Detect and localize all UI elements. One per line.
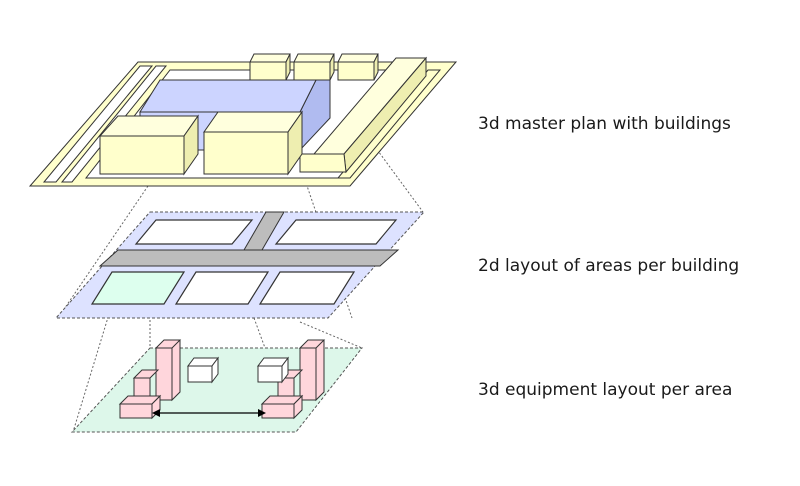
- distance-arrow: [152, 409, 266, 417]
- front-building-middle-top: [203, 111, 303, 133]
- equipment-layout-label: 3d equipment layout per area: [478, 380, 733, 400]
- projection-line-1: [57, 185, 149, 319]
- area-lower-right: [258, 271, 356, 305]
- equipment-small-box-2-front: [257, 365, 283, 383]
- equipment-small-box-1-side: [211, 356, 219, 384]
- projection-line-4: [72, 277, 121, 433]
- distance-arrow-head-right: [258, 409, 266, 417]
- front-building-left-front: [99, 135, 185, 175]
- equipment-right-base-front: [261, 403, 295, 419]
- utility-block-3: [337, 53, 379, 81]
- corridor-horizontal: [98, 249, 400, 267]
- equipment-left-base-front: [119, 403, 153, 419]
- equipment-small-box-2: [257, 356, 289, 384]
- long-building-right: [299, 56, 428, 174]
- equipment-layer: [70, 339, 364, 433]
- front-building-middle-side: [287, 110, 303, 176]
- central-hall-top: [139, 79, 317, 113]
- area-upper-left: [134, 219, 254, 245]
- utility-block-3-top: [337, 53, 379, 63]
- master-plan-label: 3d master plan with buildings: [478, 114, 731, 134]
- front-building-left-top: [98, 115, 199, 137]
- equipment-right-column-front: [299, 347, 317, 401]
- equipment-right-column-side: [315, 339, 325, 402]
- utility-block-1-side: [285, 53, 291, 81]
- area-lower-middle: [174, 271, 270, 305]
- utility-block-1: [249, 53, 291, 81]
- area-lower-left: [90, 271, 186, 305]
- equipment-left-column-side: [171, 339, 181, 402]
- utility-block-3-side: [373, 53, 379, 81]
- equipment-small-box-1-front: [187, 365, 213, 383]
- distance-arrow-head-left: [152, 409, 160, 417]
- front-building-middle: [203, 110, 303, 176]
- areas-layer: [54, 211, 426, 319]
- utility-block-1-front: [249, 61, 287, 81]
- front-building-middle-front: [203, 131, 289, 175]
- utility-block-2: [293, 53, 335, 81]
- equipment-group-left: [118, 339, 182, 420]
- utility-block-2-top: [293, 53, 335, 63]
- long-building-right-front: [299, 153, 347, 173]
- master-plan-layer: [28, 53, 458, 187]
- corridor-vertical: [243, 211, 285, 251]
- utility-block-2-front: [293, 61, 331, 81]
- utility-block-1-top: [249, 53, 291, 63]
- equipment-right-base-side: [293, 394, 303, 420]
- area-upper-right: [274, 219, 398, 245]
- utility-block-2-side: [329, 53, 335, 81]
- areas-layout-label: 2d layout of areas per building: [478, 256, 740, 276]
- utility-block-3-front: [337, 61, 375, 81]
- front-building-left: [98, 114, 199, 176]
- equipment-small-box-2-side: [281, 356, 289, 384]
- projection-line-2: [369, 139, 424, 213]
- projection-line-6: [299, 321, 363, 349]
- equipment-left-tier-front: [133, 377, 151, 399]
- front-building-left-side: [183, 114, 199, 176]
- access-road-outer: [42, 65, 154, 183]
- equipment-small-box-1: [187, 356, 219, 384]
- equipment-left-column-front: [155, 347, 173, 401]
